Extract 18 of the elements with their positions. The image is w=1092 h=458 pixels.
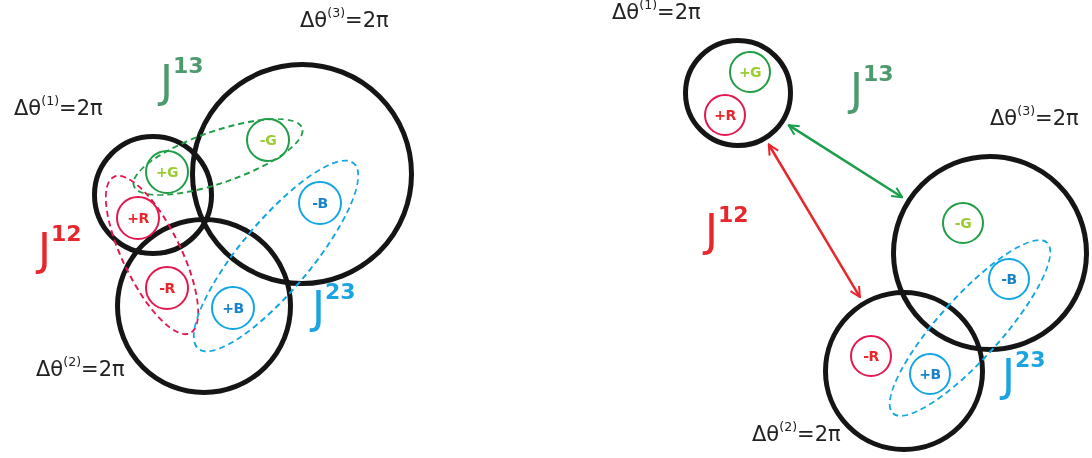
phase-label: Δθ$^{(3)}$=2π <box>990 106 1079 132</box>
charge-circle: -G <box>942 202 984 244</box>
charge-circle: +R <box>704 94 746 136</box>
phase-label: Δθ$^{(1)}$=2π <box>14 96 103 122</box>
charge-circle: -R <box>145 266 189 310</box>
phase-label: Δθ$^{(1)}$=2π <box>612 0 701 26</box>
charge-circle: -R <box>850 335 892 377</box>
phase-label: Δθ$^{(2)}$=2π <box>36 357 125 383</box>
phase-label: Δθ$^{(2)}$=2π <box>752 422 841 448</box>
phase-label: Δθ$^{(3)}$=2π <box>300 8 389 34</box>
charge-circle: -B <box>988 258 1030 300</box>
charge-circle: +B <box>909 353 951 395</box>
charge-circle: -G <box>246 118 290 162</box>
charge-circle: +G <box>729 51 771 93</box>
charge-circle: +G <box>145 150 189 194</box>
charge-circle: +R <box>116 196 160 240</box>
charge-circle: +B <box>211 286 255 330</box>
charge-circle: -B <box>298 181 342 225</box>
